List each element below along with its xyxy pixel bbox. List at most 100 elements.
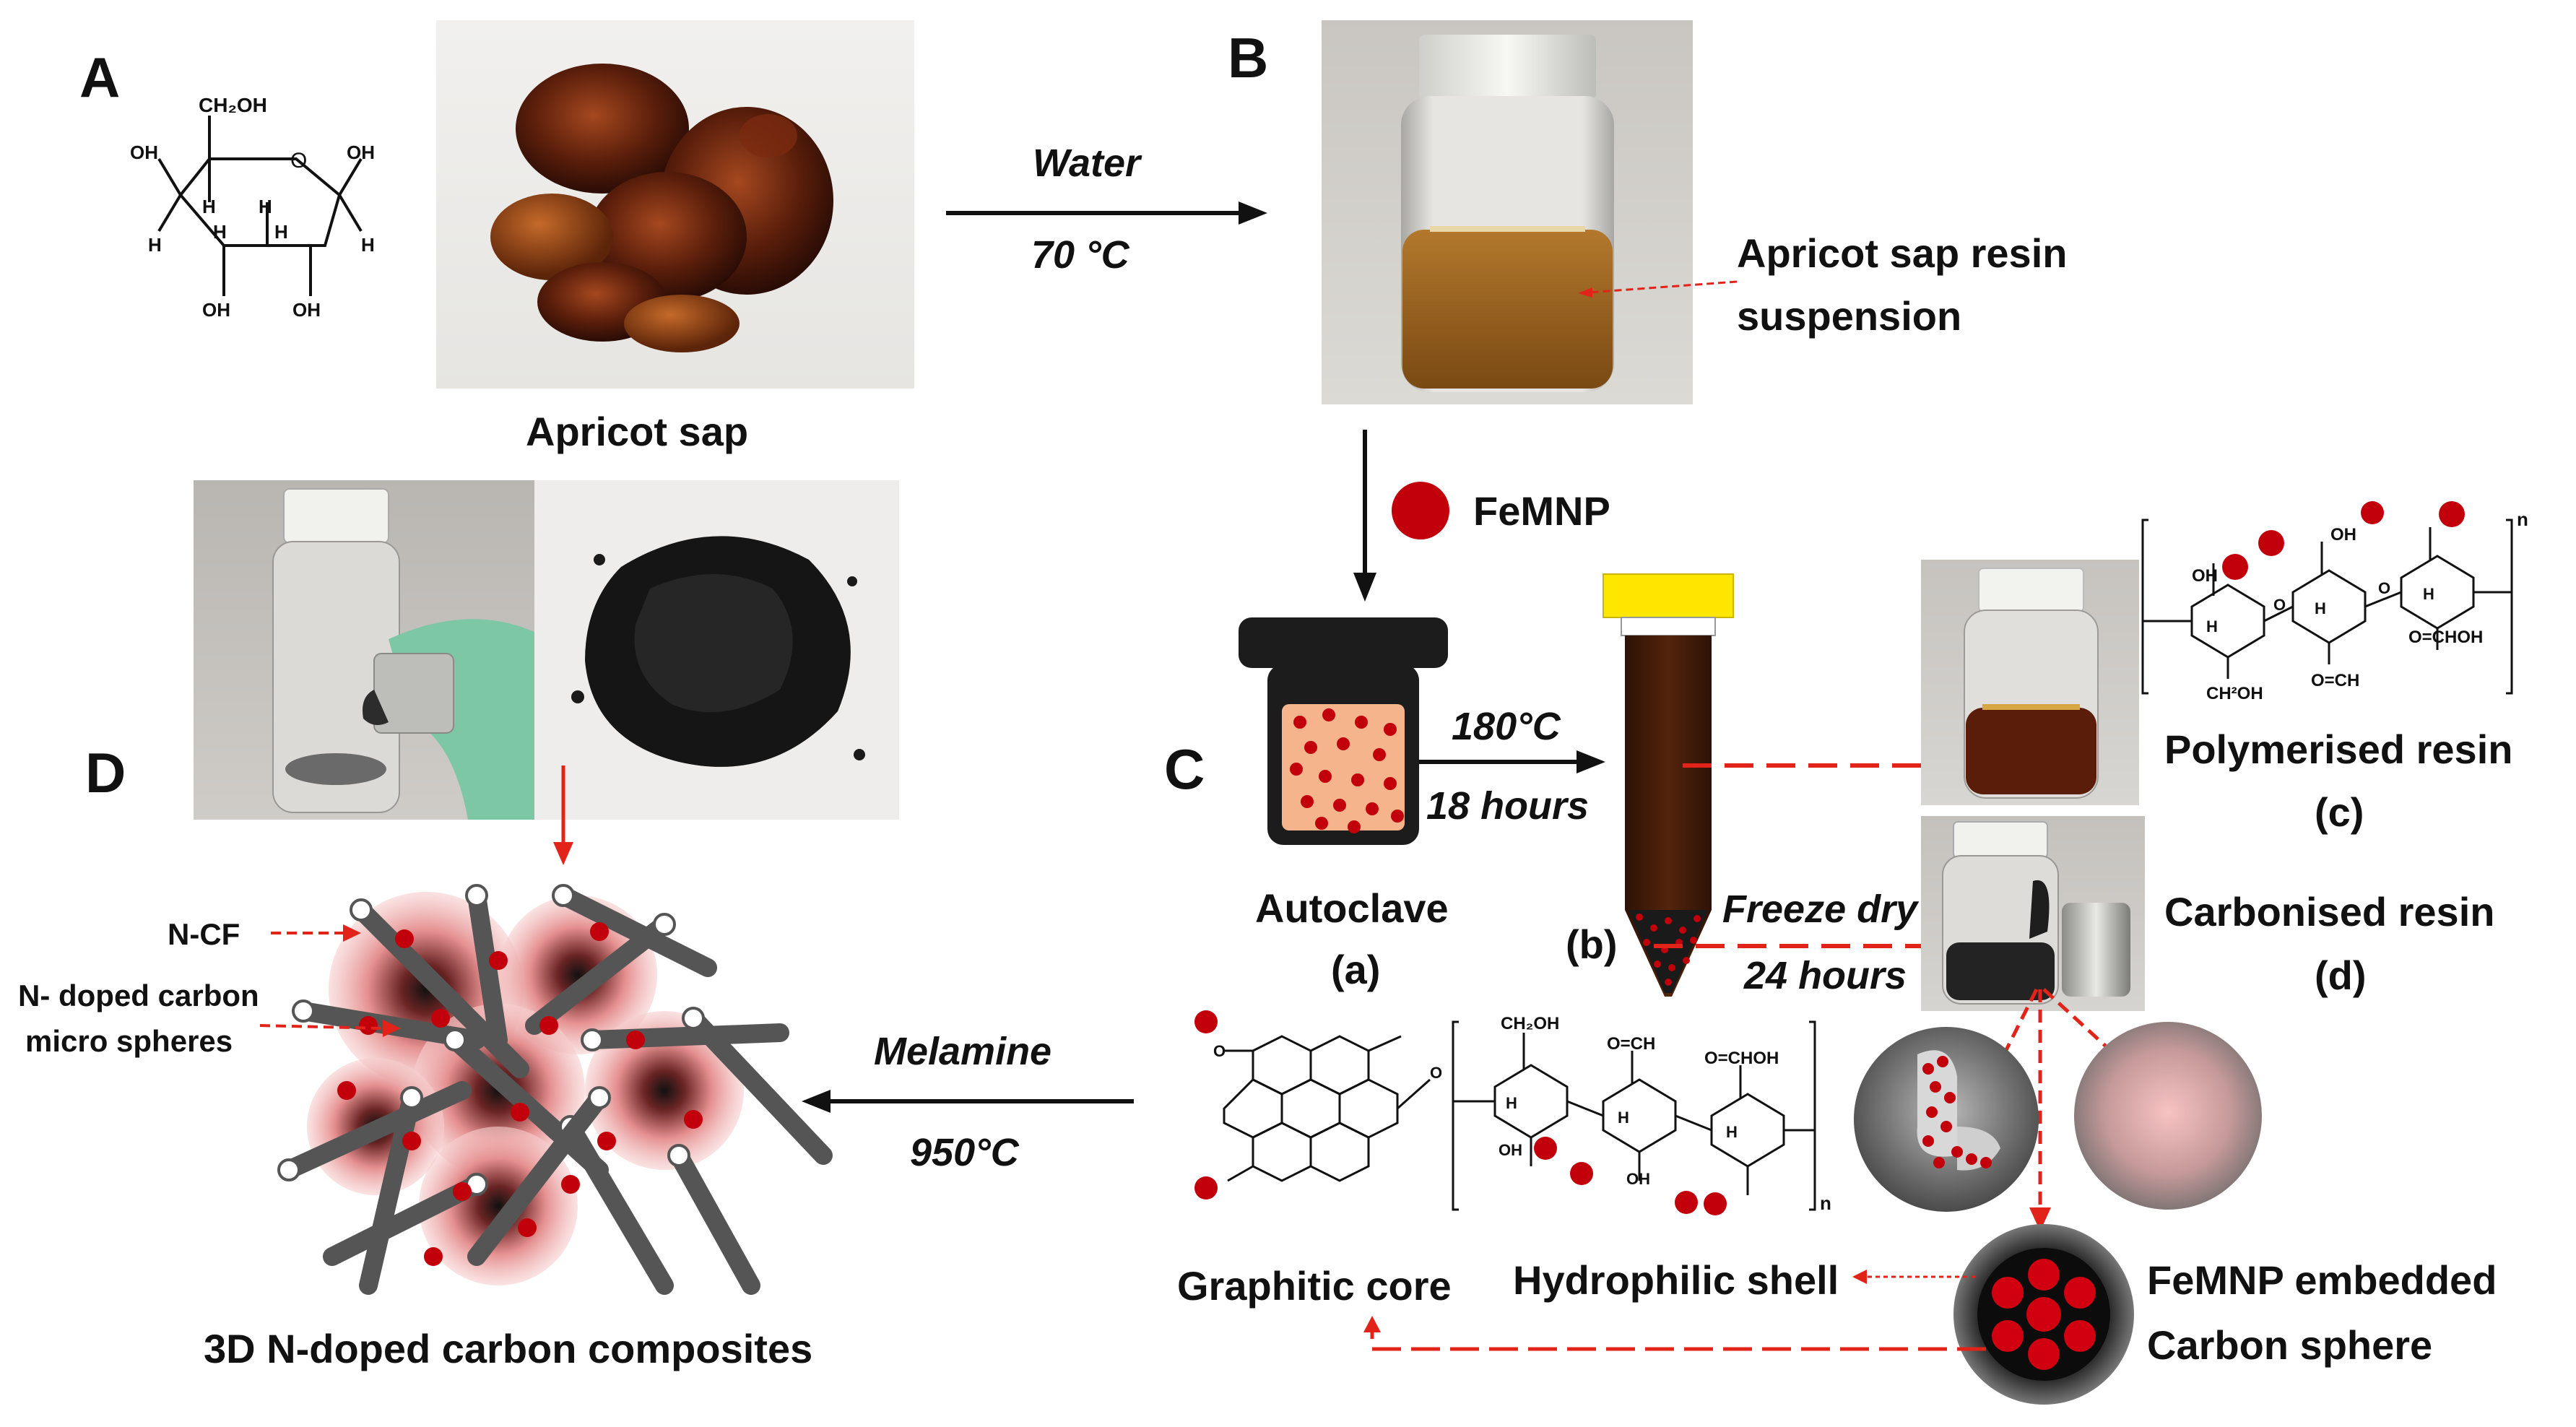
carbonised-resin-sub-label: (d) [2315, 953, 2367, 998]
hours-18-label: 18 hours [1426, 784, 1590, 828]
autoclave-particle [1333, 799, 1346, 812]
n-carbon-fiber [323, 1175, 486, 1266]
polymer-top-ch2oh: CH²OH [2206, 684, 2263, 703]
glucose-h-right: H [361, 234, 375, 256]
autoclave-particle [1366, 802, 1379, 815]
arrow-autoclave-to-tube [1419, 750, 1605, 773]
autoclave-particle [1304, 741, 1317, 754]
composite-particle [597, 1132, 616, 1150]
cutaway-particle [1922, 1063, 1934, 1075]
fiber-end [682, 1007, 705, 1030]
composite-particle [626, 1031, 645, 1049]
polymer-top-h2: H [2315, 599, 2326, 617]
n-carbon-fiber [525, 915, 674, 1035]
glucose-oh-right: OH [347, 142, 375, 163]
arrow-photo-to-composite [553, 765, 573, 865]
arrow-b-to-c [1353, 430, 1376, 602]
glucose-oh-bottom-right: OH [292, 299, 321, 321]
glucose-h-inner4: H [274, 221, 288, 243]
polymer-top-ochoh: O=CHOH [2408, 628, 2483, 647]
polymer-bottom-h1: H [1506, 1094, 1517, 1112]
vial-magnet-photo [194, 480, 534, 820]
apricot-sap-label: Apricot sap [526, 409, 749, 454]
resin-suspension-label-line1: Apricot sap resin [1737, 230, 2068, 276]
panel-letter-c: C [1164, 737, 1205, 801]
glucose-ring-o: O [290, 149, 307, 173]
glucose-ch2oh: CH₂OH [199, 94, 267, 116]
carbonised-resin-label: Carbonised resin [2164, 889, 2495, 934]
tube-grain [1694, 915, 1701, 922]
composite-particle [539, 1016, 558, 1035]
cutaway-particle [1926, 1106, 1938, 1118]
cutaway-particle [1944, 1092, 1956, 1103]
tube-grain [1690, 937, 1697, 944]
autoclave-particle [1351, 773, 1364, 786]
polymer-top-n-subscript: n [2517, 508, 2528, 530]
autoclave-particle [1355, 716, 1368, 729]
polymer-bottom-o2: O [1430, 1064, 1442, 1082]
autoclave-particle [1322, 708, 1335, 721]
glucose-h-inner1: H [202, 196, 216, 217]
polymer-bottom-h3: H [1726, 1123, 1738, 1141]
temp-950-label: 950°C [910, 1131, 1019, 1174]
autoclave-particle [1319, 770, 1332, 783]
femnp-embedded-label-line1: FeMNP embedded [2147, 1257, 2497, 1303]
composite-particle [424, 1247, 443, 1266]
n-doped-microsphere [585, 1011, 744, 1170]
composite-particle [518, 1218, 537, 1237]
polymer-bottom-och: O=CH [1607, 1034, 1655, 1054]
nspheres-label-line1: N- doped carbon [18, 979, 259, 1012]
panel-letter-d: D [85, 741, 126, 804]
n-carbon-fiber [467, 1088, 609, 1266]
polymerised-resin-photo [1921, 560, 2139, 805]
tube-grain [1650, 924, 1657, 932]
femnp-embedded-label-line2: Carbon sphere [2147, 1322, 2433, 1368]
glucose-h-inner2: H [259, 196, 272, 217]
tube-grain [1665, 917, 1672, 924]
black-powder-photo [534, 480, 899, 820]
polymer-top-oh1: OH [2192, 566, 2218, 586]
polymerised-resin-sub-label: (c) [2315, 789, 2364, 835]
tube-grain [1679, 927, 1686, 934]
resin-suspension-photo [1322, 20, 1693, 404]
autoclave-label: Autoclave [1255, 885, 1449, 931]
fiber-end [552, 884, 575, 907]
n-carbon-fiber [583, 1023, 789, 1049]
ncf-label: N-CF [168, 917, 240, 951]
hours-24-label: 24 hours [1744, 954, 1907, 997]
composite-particle [395, 929, 414, 948]
polymer-bottom-h2: H [1618, 1109, 1629, 1127]
arrow-a-to-b [946, 201, 1267, 225]
arrow-to-graphitic-core [1363, 1316, 1986, 1351]
cutaway-particle [1951, 1146, 1963, 1158]
polymer-top-och: O=CH [2311, 671, 2359, 690]
composite-particle [489, 951, 508, 970]
cutaway-sphere [1854, 1027, 2039, 1212]
femnp-embedded-sphere [1953, 1224, 2134, 1405]
femnp-label: FeMNP [1473, 488, 1610, 534]
arrow-melamine [802, 1090, 1134, 1113]
fiber-end [667, 1144, 690, 1167]
polymer-top-o2: O [2378, 579, 2390, 597]
cutaway-particle [1937, 1056, 1948, 1067]
suspension-pointer-arrow [1578, 280, 1738, 298]
water-label: Water [1033, 142, 1141, 185]
pink-sphere [2074, 1022, 2262, 1210]
glucose-oh-left: OH [130, 142, 158, 163]
panel-letter-b: B [1228, 26, 1269, 90]
polymer-bottom-ochoh: O=CHOH [1704, 1049, 1779, 1068]
tube-sub-label: (b) [1566, 921, 1618, 967]
tube-grain [1643, 939, 1650, 946]
polymerised-resin-label: Polymerised resin [2164, 726, 2513, 772]
autoclave-particle [1384, 777, 1397, 790]
glucose-h-left: H [148, 234, 162, 256]
autoclave-particle [1348, 820, 1361, 833]
polymer-structure-bottom: CH₂OH O=CH O=CHOH OH OH H H H O O n [1194, 1010, 1831, 1215]
n-carbon-fiber [359, 1088, 421, 1295]
autoclave-particle [1293, 716, 1306, 729]
polymer-top-h1: H [2206, 617, 2218, 636]
carbonised-resin-photo [1921, 816, 2145, 1011]
glucose-oh-bottom-left: OH [202, 299, 230, 321]
composite-particle [561, 1175, 580, 1194]
temp-70-label: 70 °C [1031, 233, 1129, 277]
